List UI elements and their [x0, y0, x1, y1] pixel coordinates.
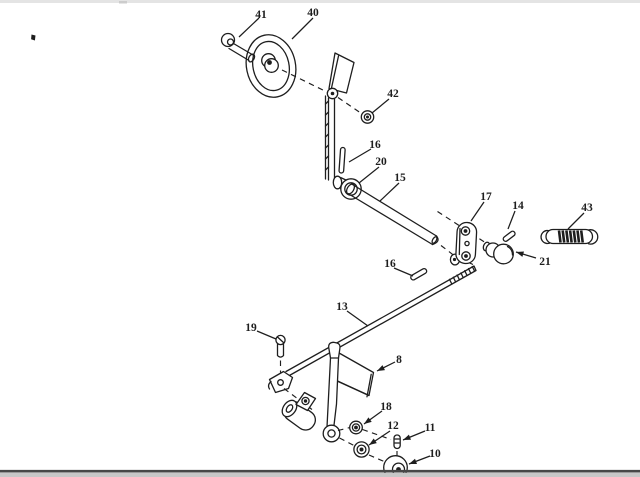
- callout-40-pulley: 40: [291, 7, 319, 40]
- leader-line: [393, 267, 414, 277]
- part-number-label: 15: [394, 172, 406, 184]
- part-pulley-40: [245, 34, 297, 98]
- part-bolt-41: [220, 32, 256, 63]
- part-number-label: 16: [369, 139, 381, 151]
- part-pin-14: [502, 230, 516, 242]
- scan-speck: [31, 34, 36, 41]
- part-number-label: 20: [375, 156, 387, 168]
- part-link-plate-17: [449, 221, 478, 266]
- part-nut-42: [360, 110, 375, 124]
- part-number-label: 14: [512, 200, 524, 212]
- scan-smudge: [119, 1, 127, 4]
- leader-line: [470, 201, 485, 222]
- spring-coil: [557, 230, 584, 243]
- part-spring-43: [540, 228, 599, 245]
- leader-line: [358, 166, 380, 184]
- part-number-label: 18: [380, 401, 392, 413]
- part-bushing-20: [332, 175, 362, 200]
- callout-16-pin-lower: 16: [384, 258, 414, 277]
- callout-11-pin-bottom: 11: [402, 422, 436, 441]
- axis-dash-washer-to-roller: [368, 454, 387, 464]
- leader-line: [371, 98, 390, 114]
- axis-dash-arm-to-washer: [339, 437, 355, 447]
- callout-16-pin-upper: 16: [348, 139, 381, 163]
- callout-43-spring: 43: [567, 202, 593, 230]
- part-number-label: 40: [307, 7, 319, 19]
- part-knob-21: [482, 241, 514, 265]
- callout-10-roller: 10: [408, 448, 441, 465]
- part-lever-bar: [324, 95, 336, 181]
- leader-arrowhead: [364, 417, 372, 424]
- leader-arrowhead: [403, 434, 412, 440]
- part-rod-13: [285, 265, 477, 377]
- axis-dash-lever-to-nut42: [337, 97, 361, 113]
- part-pin-11: [393, 434, 401, 450]
- part-number-label: 10: [429, 448, 441, 460]
- part-rod13-fitting: [267, 370, 294, 394]
- callout-12-washer: 12: [368, 420, 399, 446]
- axis-dash-rod15-to-plate: [440, 245, 457, 258]
- part-pin-16-upper: [338, 146, 346, 174]
- part-arm: [322, 341, 341, 443]
- callout-layer: 41 40 42 16 20 15 17 14 43 21 16 13 19 8 18 12 11 10: [238, 7, 593, 465]
- part-washer-12: [353, 441, 370, 458]
- part-pin-16-lower: [410, 268, 428, 281]
- callout-13-rod-lower: 13: [336, 301, 369, 327]
- part-number-label: 19: [245, 322, 257, 334]
- leader-arrowhead: [516, 251, 524, 257]
- callout-18-nut-small: 18: [363, 401, 392, 425]
- part-cylinder-bracket: [295, 391, 317, 412]
- callout-19-screw: 19: [245, 322, 277, 340]
- leader-line: [256, 330, 277, 340]
- part-number-label: 17: [480, 191, 492, 203]
- callout-41-bolt: 41: [238, 9, 267, 38]
- part-number-label: 42: [387, 88, 399, 100]
- part-number-label: 11: [425, 422, 436, 434]
- scan-band-bottom: [0, 472, 640, 477]
- part-number-label: 16: [384, 258, 396, 270]
- callout-20-bushing: 20: [358, 156, 387, 184]
- leader-line: [507, 210, 516, 230]
- leader-arrowhead: [377, 365, 385, 371]
- part-rod-15: [345, 183, 439, 246]
- callout-17-link-plate: 17: [470, 191, 492, 222]
- part-number-label: 41: [255, 9, 267, 21]
- leader-arrowhead: [409, 458, 418, 464]
- part-nut-18: [349, 420, 363, 435]
- axis-dash-arm-to-pin11: [337, 426, 392, 441]
- part-lever-bracket: [326, 52, 355, 100]
- part-number-label: 43: [581, 202, 593, 214]
- leader-arrowhead: [369, 438, 377, 445]
- leader-line: [346, 310, 369, 327]
- axis-dash-pulley-to-lever: [281, 69, 328, 93]
- scan-band-top: [0, 0, 640, 3]
- callout-15-rod-upper: 15: [379, 172, 406, 202]
- callout-14-pin-link: 14: [507, 200, 524, 230]
- part-number-label: 13: [336, 301, 348, 313]
- leader-line: [567, 212, 585, 230]
- part-number-label: 12: [387, 420, 399, 432]
- leader-line: [348, 148, 372, 163]
- callout-42-nut: 42: [371, 88, 399, 114]
- callout-21-knob: 21: [515, 251, 551, 268]
- leader-line: [379, 182, 400, 202]
- part-screw-19: [275, 334, 286, 358]
- part-number-label: 8: [396, 354, 402, 366]
- leader-line: [238, 17, 260, 38]
- part-number-label: 21: [539, 256, 551, 268]
- callout-8-plate: 8: [376, 354, 402, 372]
- leader-line: [291, 17, 314, 40]
